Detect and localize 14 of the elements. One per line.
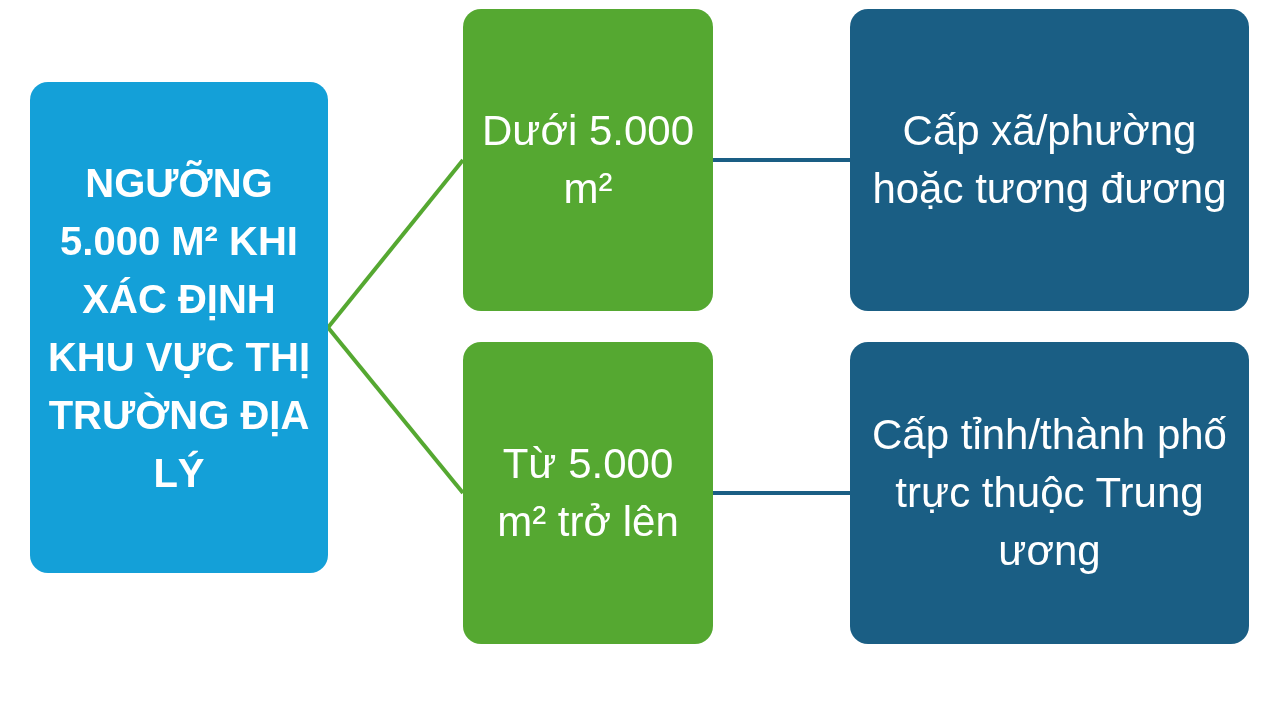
connector-line	[326, 326, 465, 495]
topic-box	[30, 82, 328, 573]
connector-line	[713, 491, 850, 495]
node-text: Cấp tỉnh/thành phố trực thuộc Trung ương	[871, 410, 1228, 576]
condition-box	[463, 9, 713, 311]
result-box	[850, 342, 1249, 644]
condition-box	[463, 342, 713, 644]
node-text: Cấp xã/phường hoặc tương đương	[871, 106, 1228, 214]
connector-line	[326, 158, 465, 329]
node-text: Từ 5.000 m² trở lên	[496, 439, 680, 547]
result-box	[850, 9, 1249, 311]
connector-line	[713, 158, 850, 162]
node-text: Dưới 5.000 m²	[480, 106, 696, 214]
node-text: NGƯỠNG 5.000 M² KHI XÁC ĐỊNH KHU VỰC THỊ TRƯỜNG ĐỊA LÝ	[46, 159, 312, 497]
